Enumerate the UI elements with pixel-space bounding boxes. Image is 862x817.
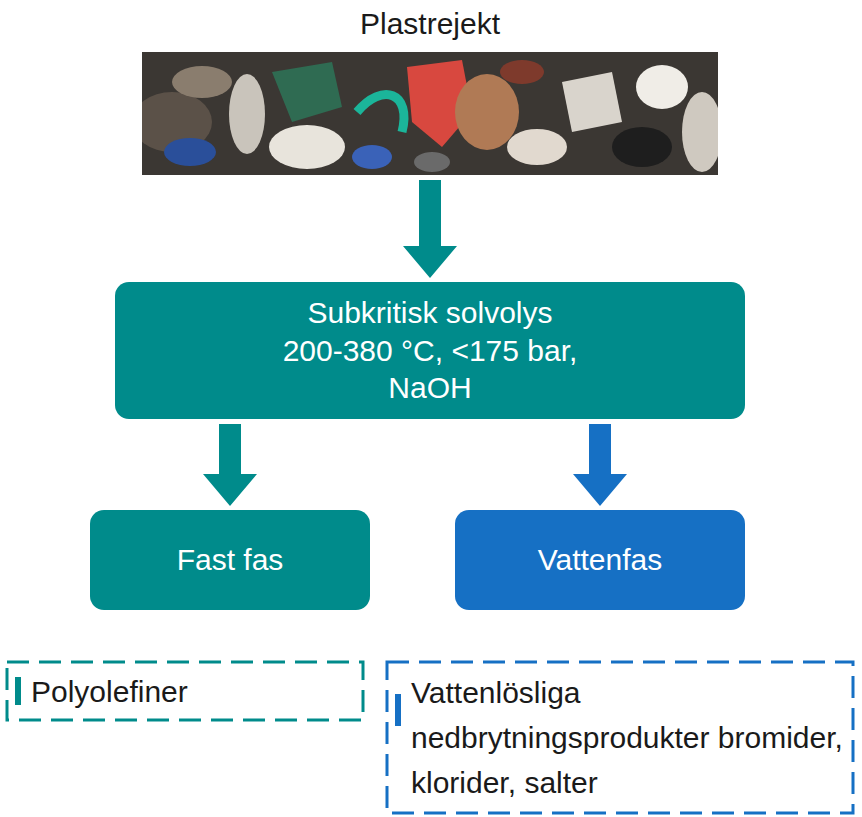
plastic-piece (682, 92, 718, 172)
phase-box: Vattenfas (455, 510, 745, 610)
plastic-piece (455, 74, 519, 150)
box-text: Vattenlösliga nedbrytningsprodukter brom… (411, 670, 855, 805)
plastic-piece (562, 72, 622, 132)
plastic-piece (612, 127, 672, 167)
dashed-border (7, 662, 363, 720)
box-text: Fast fas (177, 541, 284, 579)
accent-bar (395, 694, 401, 726)
product-box: Polyolefiner (5, 660, 365, 722)
accent-bar (15, 677, 21, 706)
plastic-piece (352, 145, 392, 169)
plastic-piece (636, 65, 688, 109)
box-text: Polyolefiner (31, 669, 188, 714)
flow-arrow (203, 424, 257, 506)
plastic-piece (357, 95, 404, 132)
photo-heading: Plastrejekt (142, 5, 718, 43)
phase-box: Fast fas (90, 510, 370, 610)
plastic-piece (414, 152, 450, 172)
box-subtext: 200-380 °C, <175 bar, NaOH (260, 332, 600, 407)
plastic-piece (172, 66, 232, 98)
plastic-piece (269, 125, 345, 169)
plastic-photo (142, 52, 718, 175)
plastic-piece (272, 62, 342, 122)
plastic-piece (507, 129, 567, 165)
process-box: Subkritisk solvolys200-380 °C, <175 bar,… (115, 282, 745, 419)
flow-arrow (403, 180, 457, 278)
plastic-piece (164, 138, 216, 166)
box-text: Subkritisk solvolys (307, 294, 552, 332)
product-box: Vattenlösliga nedbrytningsprodukter brom… (385, 660, 855, 815)
plastic-piece (500, 60, 544, 84)
photo-node: Plastrejekt (142, 52, 718, 175)
flow-arrow (573, 424, 627, 506)
plastic-piece (229, 74, 265, 154)
box-text: Vattenfas (538, 541, 663, 579)
photo-ground (142, 52, 718, 175)
